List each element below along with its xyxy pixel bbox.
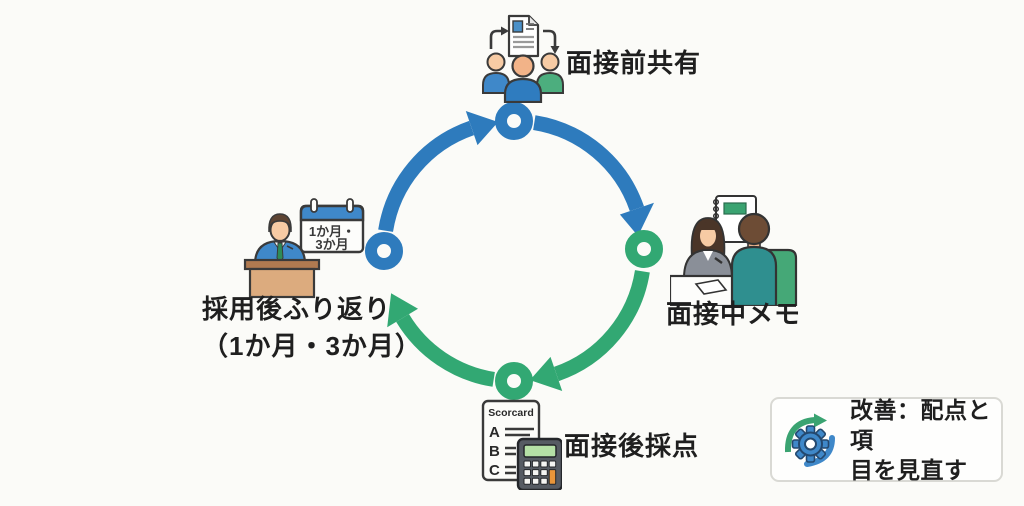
calendar-text-line1: 1か月・ bbox=[309, 224, 355, 239]
label-post-hire-review-line2: （1か月・3か月） bbox=[202, 331, 422, 361]
label-interview-memo: 面接中メモ bbox=[666, 299, 802, 329]
scorecard-title: Scorcard bbox=[488, 407, 534, 419]
node-right bbox=[625, 230, 663, 268]
node-top bbox=[495, 102, 533, 140]
scorecard-row-b: B bbox=[489, 443, 500, 460]
label-post-hire-review-line1: 採用後ふり返り bbox=[202, 294, 392, 324]
calendar-text-line2: 3か月 bbox=[315, 237, 348, 252]
label-pre-interview-sharing: 面接前共有 bbox=[566, 48, 702, 78]
label-post-interview-scoring: 面接後採点 bbox=[564, 431, 700, 461]
node-left bbox=[365, 232, 403, 270]
legend-line2: 目を見直す bbox=[850, 456, 968, 483]
label-post-hire-review: 採用後ふり返り （1か月・3か月） bbox=[202, 291, 422, 365]
improvement-legend-text: 改善：配点と項 目を見直す bbox=[850, 395, 991, 485]
node-bottom bbox=[495, 362, 533, 400]
scorecard-row-a: A bbox=[489, 424, 500, 441]
manager-calendar-icon: 1か月・ 3か月 bbox=[243, 194, 373, 304]
legend-line1: 改善：配点と項 bbox=[850, 396, 991, 453]
arrow-bottom-to-left bbox=[387, 293, 496, 387]
interview-notes-icon bbox=[668, 192, 808, 311]
arrow-top-to-right bbox=[532, 115, 654, 236]
arrow-right-to-bottom bbox=[529, 270, 650, 391]
improvement-gear-icon bbox=[782, 410, 840, 470]
improvement-legend: 改善：配点と項 目を見直す bbox=[770, 395, 1003, 485]
scorecard-row-c: C bbox=[489, 462, 500, 479]
arrow-left-to-top bbox=[378, 111, 499, 232]
scorecard-calculator-icon: Scorcard A B C bbox=[478, 398, 564, 495]
team-document-share-icon bbox=[476, 13, 570, 108]
